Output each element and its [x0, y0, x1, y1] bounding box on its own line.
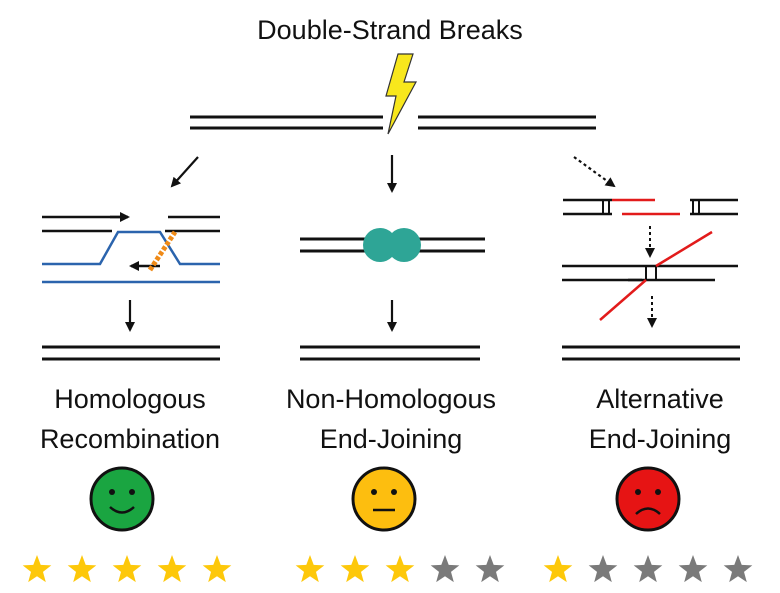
altej-label-line2: End-Joining: [588, 424, 732, 454]
page-title: Double-Strand Breaks: [257, 15, 523, 45]
happy-face-icon: [89, 466, 155, 532]
star-empty-icon: [723, 555, 753, 583]
star-empty-icon: [633, 555, 663, 583]
altej-repaired-dna: [562, 345, 740, 361]
star-ratings: [22, 555, 753, 583]
star-empty-icon: [678, 555, 708, 583]
hr-label-line2: Recombination: [39, 424, 221, 454]
hr-schematic: [42, 212, 220, 284]
star-filled-icon: [112, 555, 142, 583]
star-empty-icon: [475, 555, 505, 583]
star-empty-icon: [588, 555, 618, 583]
star-filled-icon: [202, 555, 232, 583]
star-filled-icon: [67, 555, 97, 583]
neutral-face-icon: [351, 466, 417, 532]
arrow-to-hr: [170, 156, 199, 188]
altej-schematic: [562, 198, 738, 328]
star-filled-icon: [295, 555, 325, 583]
star-filled-icon: [22, 555, 52, 583]
broken-dna: [190, 115, 596, 130]
altej-label-line1: Alternative: [596, 384, 724, 414]
nhej-repaired-dna: [300, 345, 480, 361]
arrow-to-altej: [573, 156, 616, 188]
star-empty-icon: [430, 555, 460, 583]
rating-2: [295, 555, 505, 583]
sad-face-icon: [615, 466, 681, 532]
lightning-icon: [385, 53, 418, 135]
star-filled-icon: [157, 555, 187, 583]
nhej-label-line2: End-Joining: [319, 424, 463, 454]
nhej-label-line1: Non-Homologous: [285, 384, 497, 414]
nhej-schematic: [300, 228, 485, 262]
star-filled-icon: [543, 555, 573, 583]
hr-repaired-dna: [42, 345, 220, 361]
rating-1: [22, 555, 232, 583]
star-filled-icon: [385, 555, 415, 583]
rating-3: [543, 555, 753, 583]
hr-label-line1: Homologous: [54, 384, 206, 414]
star-filled-icon: [340, 555, 370, 583]
